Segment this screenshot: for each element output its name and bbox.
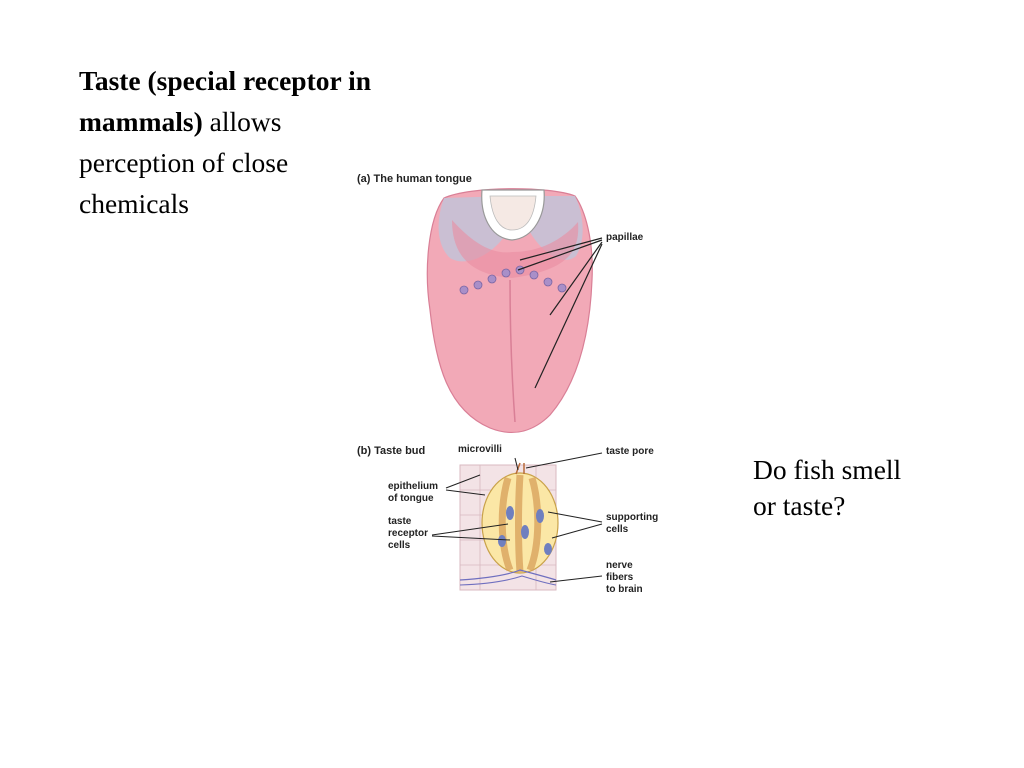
microvilli-leader xyxy=(514,457,519,471)
supporting-leader-2 xyxy=(551,523,603,539)
label-supporting-1: supporting xyxy=(606,512,658,523)
question-line-1: Do fish smell xyxy=(753,454,902,485)
papillae-leader-1 xyxy=(519,237,603,261)
label-receptor-2: receptor xyxy=(388,528,428,539)
label-nerve-1: nerve xyxy=(606,560,633,571)
nerve-leader xyxy=(549,575,603,583)
receptor-leader-1 xyxy=(431,523,509,536)
papillae-leader-3 xyxy=(549,241,603,316)
tongue-diagram: (a) The human tongue papillae (b) Taste … xyxy=(357,173,658,595)
label-nerve-2: fibers xyxy=(606,572,634,583)
question-text: Do fish smell or taste? xyxy=(753,452,993,524)
panel-a-title: (a) The human tongue xyxy=(357,173,472,185)
main-statement: Taste (special receptor in mammals) allo… xyxy=(79,60,459,224)
label-supporting-2: cells xyxy=(606,524,629,535)
label-receptor-3: cells xyxy=(388,540,411,551)
main-statement-normal-1: allows xyxy=(202,106,282,137)
papillae-leader-4 xyxy=(534,243,603,389)
main-statement-normal-3: chemicals xyxy=(79,188,189,219)
tongue-figure: (a) The human tongue papillae (b) Taste … xyxy=(340,160,690,605)
taste-bud-illustration xyxy=(459,462,559,591)
epithelium-leader-2 xyxy=(445,489,486,496)
label-nerve-3: to brain xyxy=(606,584,643,595)
epithelium-leader-1 xyxy=(445,474,481,489)
supporting-leader-1 xyxy=(547,511,603,523)
receptor-leader-2 xyxy=(431,535,511,541)
tongue-illustration xyxy=(426,188,593,434)
main-statement-bold-2: mammals) xyxy=(79,106,203,137)
main-statement-bold-1: Taste (special receptor in xyxy=(79,65,372,96)
label-papillae: papillae xyxy=(606,232,644,243)
taste-pore-leader xyxy=(525,452,603,469)
papillae-leader-2 xyxy=(517,239,603,271)
label-epithelium-1: epithelium xyxy=(388,481,438,492)
main-statement-normal-2: perception of close xyxy=(79,147,289,178)
panel-b-title: (b) Taste bud xyxy=(357,445,425,457)
label-taste-pore: taste pore xyxy=(606,446,654,457)
label-microvilli: microvilli xyxy=(458,444,502,455)
label-epithelium-2: of tongue xyxy=(388,493,434,504)
question-line-2: or taste? xyxy=(753,490,846,521)
label-receptor-1: taste xyxy=(388,516,412,527)
